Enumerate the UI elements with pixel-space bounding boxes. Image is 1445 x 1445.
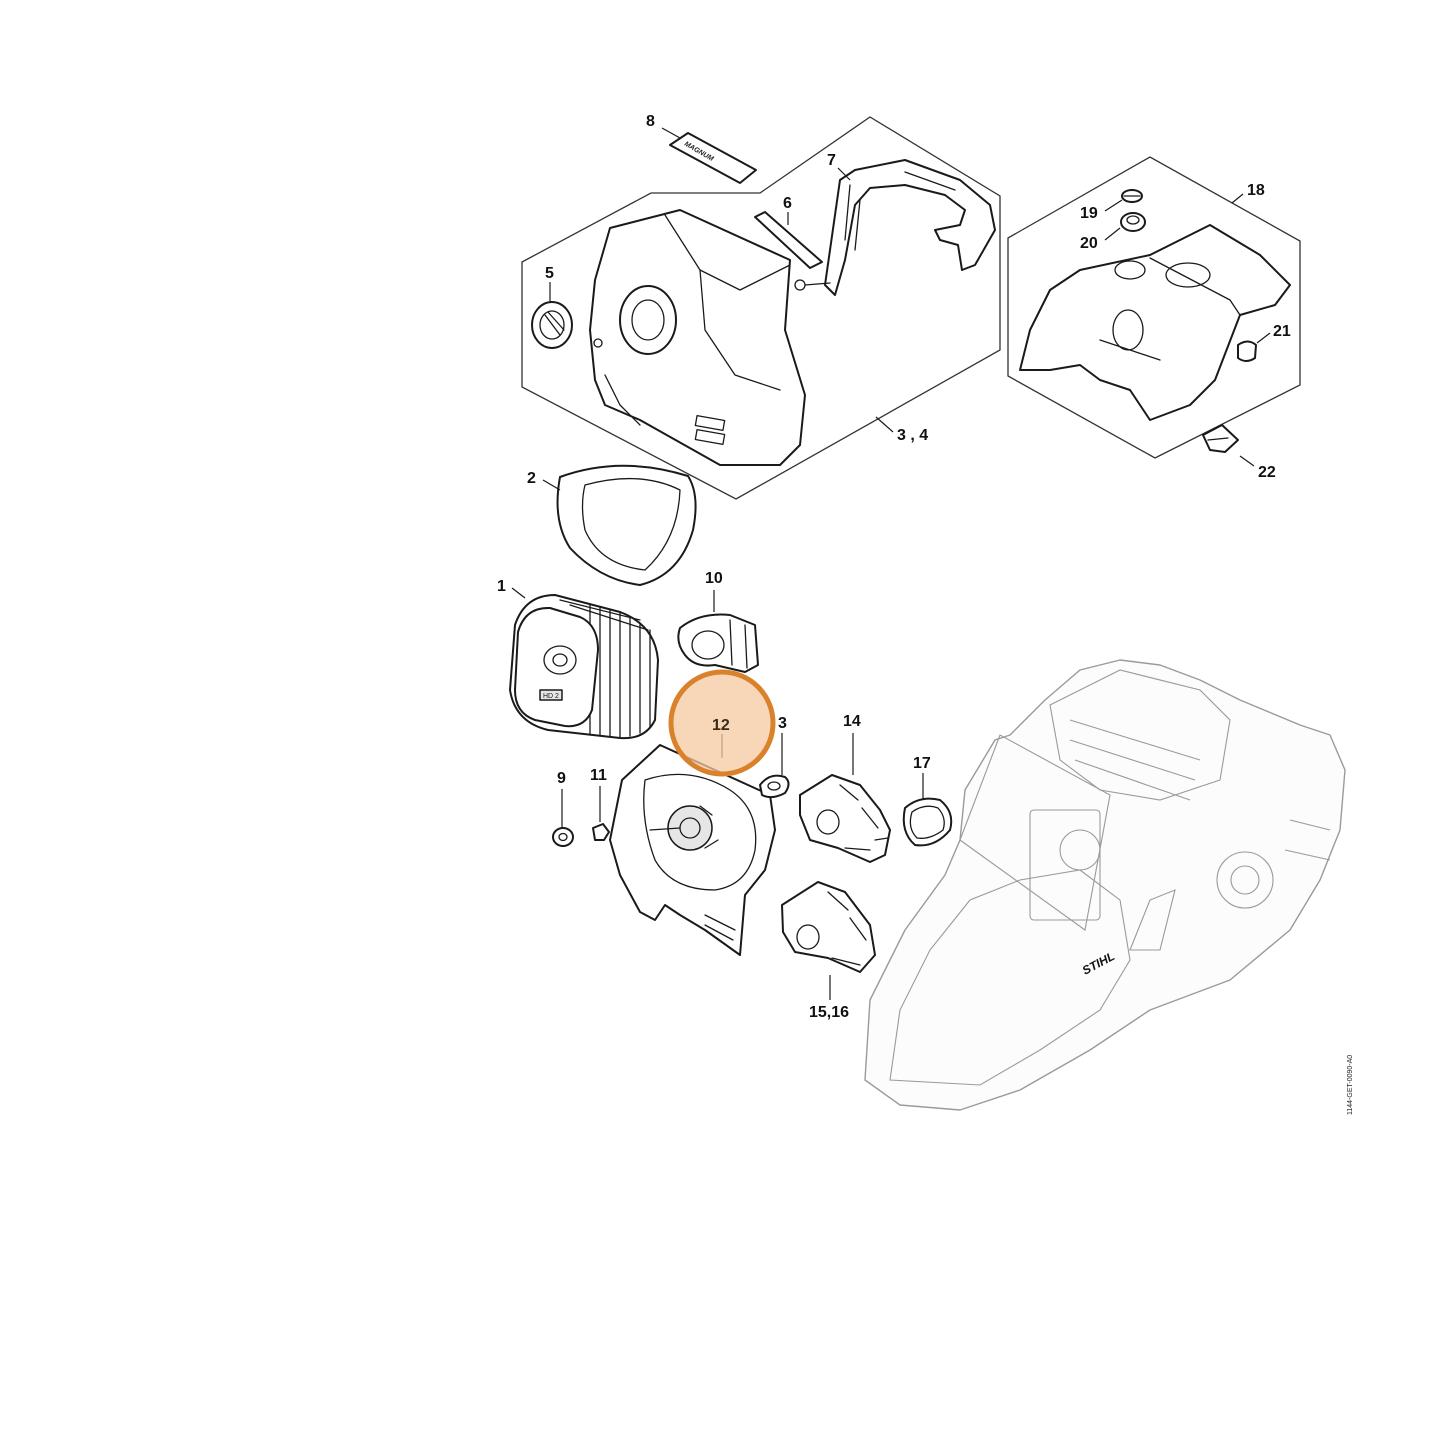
assembly-frame-shroud: [521, 116, 1001, 500]
carburetor-part: [799, 774, 891, 863]
nut-clip-part: [1202, 424, 1239, 453]
gasket-part: [759, 774, 790, 799]
callout-6[interactable]: 6: [783, 195, 792, 212]
cap-screw-part: [1121, 189, 1143, 203]
engine-housing-background: [864, 659, 1346, 1111]
callout-21[interactable]: 21: [1273, 323, 1291, 340]
leader-lines: [511, 127, 1271, 1000]
callout-9[interactable]: 9: [557, 770, 566, 787]
callout-22[interactable]: 22: [1258, 464, 1276, 481]
shroud-cover-part: [589, 209, 806, 466]
callout-18[interactable]: 18: [1247, 182, 1265, 199]
grommet-part: [1120, 212, 1146, 232]
callout-1[interactable]: 1: [497, 578, 506, 595]
callout-12[interactable]: 12: [712, 717, 730, 734]
carburetor-alt-part: [781, 881, 876, 973]
callout-17[interactable]: 17: [913, 755, 931, 772]
strip-part: [754, 211, 823, 269]
handle-bar-part: [794, 159, 996, 296]
callout-7[interactable]: 7: [827, 152, 836, 169]
drawing-reference: 1144-GET-0090-A0: [1347, 1055, 1354, 1115]
top-cover-part: [1019, 224, 1291, 421]
callout-10[interactable]: 10: [705, 570, 723, 587]
washer-part: [552, 827, 574, 847]
air-filter-part: HD 2: [509, 594, 659, 740]
adapter-ring-part: [677, 613, 759, 673]
callout-19[interactable]: 19: [1080, 205, 1098, 222]
filter-badge-text: HD 2: [543, 693, 559, 700]
callout-14[interactable]: 14: [843, 713, 861, 730]
callout-3-4[interactable]: 3 , 4: [897, 427, 928, 444]
callout-20[interactable]: 20: [1080, 235, 1098, 252]
filter-base-plate-part: [609, 744, 776, 956]
callout-labels: 8 7 6 5 3 , 4 2 1 10 12 3 14 17 9 11 15,…: [497, 113, 1291, 1021]
callout-5[interactable]: 5: [545, 265, 554, 282]
callout-2[interactable]: 2: [527, 470, 536, 487]
callout-8[interactable]: 8: [646, 113, 655, 130]
cover-lock-knob-part: [531, 301, 573, 349]
selected-part-highlight[interactable]: [668, 669, 776, 777]
filter-band-part: [556, 464, 697, 586]
intake-gasket-part: [902, 797, 953, 847]
callout-11[interactable]: 11: [590, 767, 607, 784]
callout-3-gasket[interactable]: 3: [778, 715, 787, 732]
plug-part: [1237, 340, 1257, 362]
callout-15-16[interactable]: 15,16: [809, 1004, 849, 1021]
nut-part: [592, 823, 610, 841]
assembly-frame-top-cover: [1007, 156, 1301, 459]
magnum-decal-part: MAGNUM: [669, 132, 757, 184]
